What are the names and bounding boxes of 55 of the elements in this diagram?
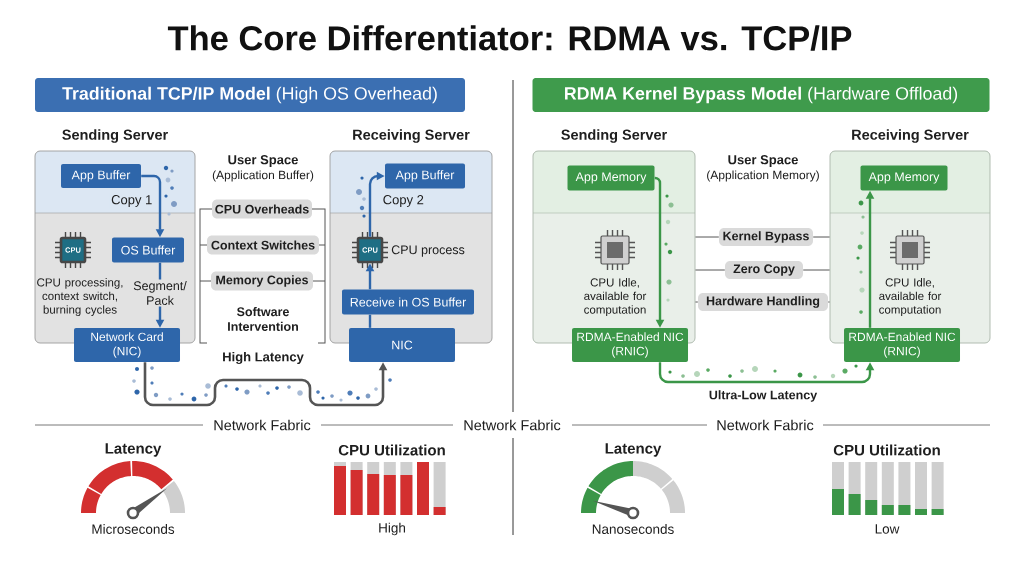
buffer-box: OS Buffer xyxy=(112,237,184,263)
zone-heading: User Space xyxy=(728,155,798,167)
tag-pill: CPU Overheads xyxy=(212,199,312,219)
nic-box: RDMA-Enabled NIC (RNIC) xyxy=(844,328,960,362)
chip-caption: CPU process xyxy=(391,245,465,257)
tag-pill: Memory Copies xyxy=(211,271,313,291)
section-banner: Traditional TCP/IP Model (High OS Overhead) xyxy=(35,78,465,112)
section-banner: RDMA Kernel Bypass Model (Hardware Offload) xyxy=(532,78,990,112)
memory-box: App Memory xyxy=(567,165,655,191)
connector-line xyxy=(694,236,720,238)
nic-box: NIC xyxy=(349,328,455,362)
node-label: Receiving Server xyxy=(353,129,470,143)
buffer-box: App Buffer xyxy=(385,163,465,189)
fabric-label: Network Fabric xyxy=(717,419,814,431)
meter-title: Latency xyxy=(105,443,162,457)
connector-line xyxy=(694,301,699,303)
tag-pill: Kernel Bypass xyxy=(719,228,813,246)
node-label: Sending Server xyxy=(62,129,168,143)
meter-title: CPU Utilization xyxy=(833,444,940,456)
meter-caption: High xyxy=(379,522,405,536)
tag-pill: Zero Copy xyxy=(725,261,803,279)
connector-line xyxy=(694,269,726,271)
chip-icon xyxy=(889,229,931,271)
node-label: Sending Server xyxy=(561,129,667,143)
edge-label: High Latency xyxy=(220,350,306,366)
chip-icon xyxy=(594,229,636,271)
buffer-box: App Buffer xyxy=(61,164,141,188)
tag-pill: Context Switches xyxy=(207,235,319,255)
note: Software Intervention xyxy=(228,307,298,331)
connector-line xyxy=(812,236,831,238)
connector-line xyxy=(827,301,831,303)
tag-pill: Hardware Handling xyxy=(698,293,828,311)
chip-caption: CPU Idle, available for computation xyxy=(879,278,942,316)
buffer-box: Receive in OS Buffer xyxy=(342,289,474,315)
node-label: Receiving Server xyxy=(852,129,969,143)
meter-title: CPU Utilization xyxy=(338,444,445,456)
memory-box: App Memory xyxy=(860,165,948,191)
nic-box: RDMA-Enabled NIC (RNIC) xyxy=(572,328,688,362)
fabric-label: Network Fabric xyxy=(214,419,311,431)
zone-heading: User Space xyxy=(228,155,298,167)
connector-line xyxy=(368,314,372,328)
zone-subheading: (Application Memory) xyxy=(707,170,819,182)
meter-caption: Nanoseconds xyxy=(592,524,674,534)
title: The Core Differentiator: RDMA vs. TCP/IP xyxy=(167,25,852,51)
meter-caption: Microseconds xyxy=(92,524,175,534)
node-label: Hardware Handling xyxy=(706,296,820,308)
edge-label: Ultra-Low Latency xyxy=(707,388,819,404)
chip-caption: CPU Idle, available for computation xyxy=(584,278,647,316)
nic-box: Network Card (NIC) xyxy=(74,328,180,362)
meter-title: Latency xyxy=(605,443,662,457)
chip-caption: CPU processing, context switch, burning cycles xyxy=(37,278,123,316)
zone-subheading: (Application Buffer) xyxy=(212,170,314,182)
meter-caption: Low xyxy=(875,524,900,534)
fabric-label: Network Fabric xyxy=(464,419,561,431)
connector-line xyxy=(802,269,831,271)
